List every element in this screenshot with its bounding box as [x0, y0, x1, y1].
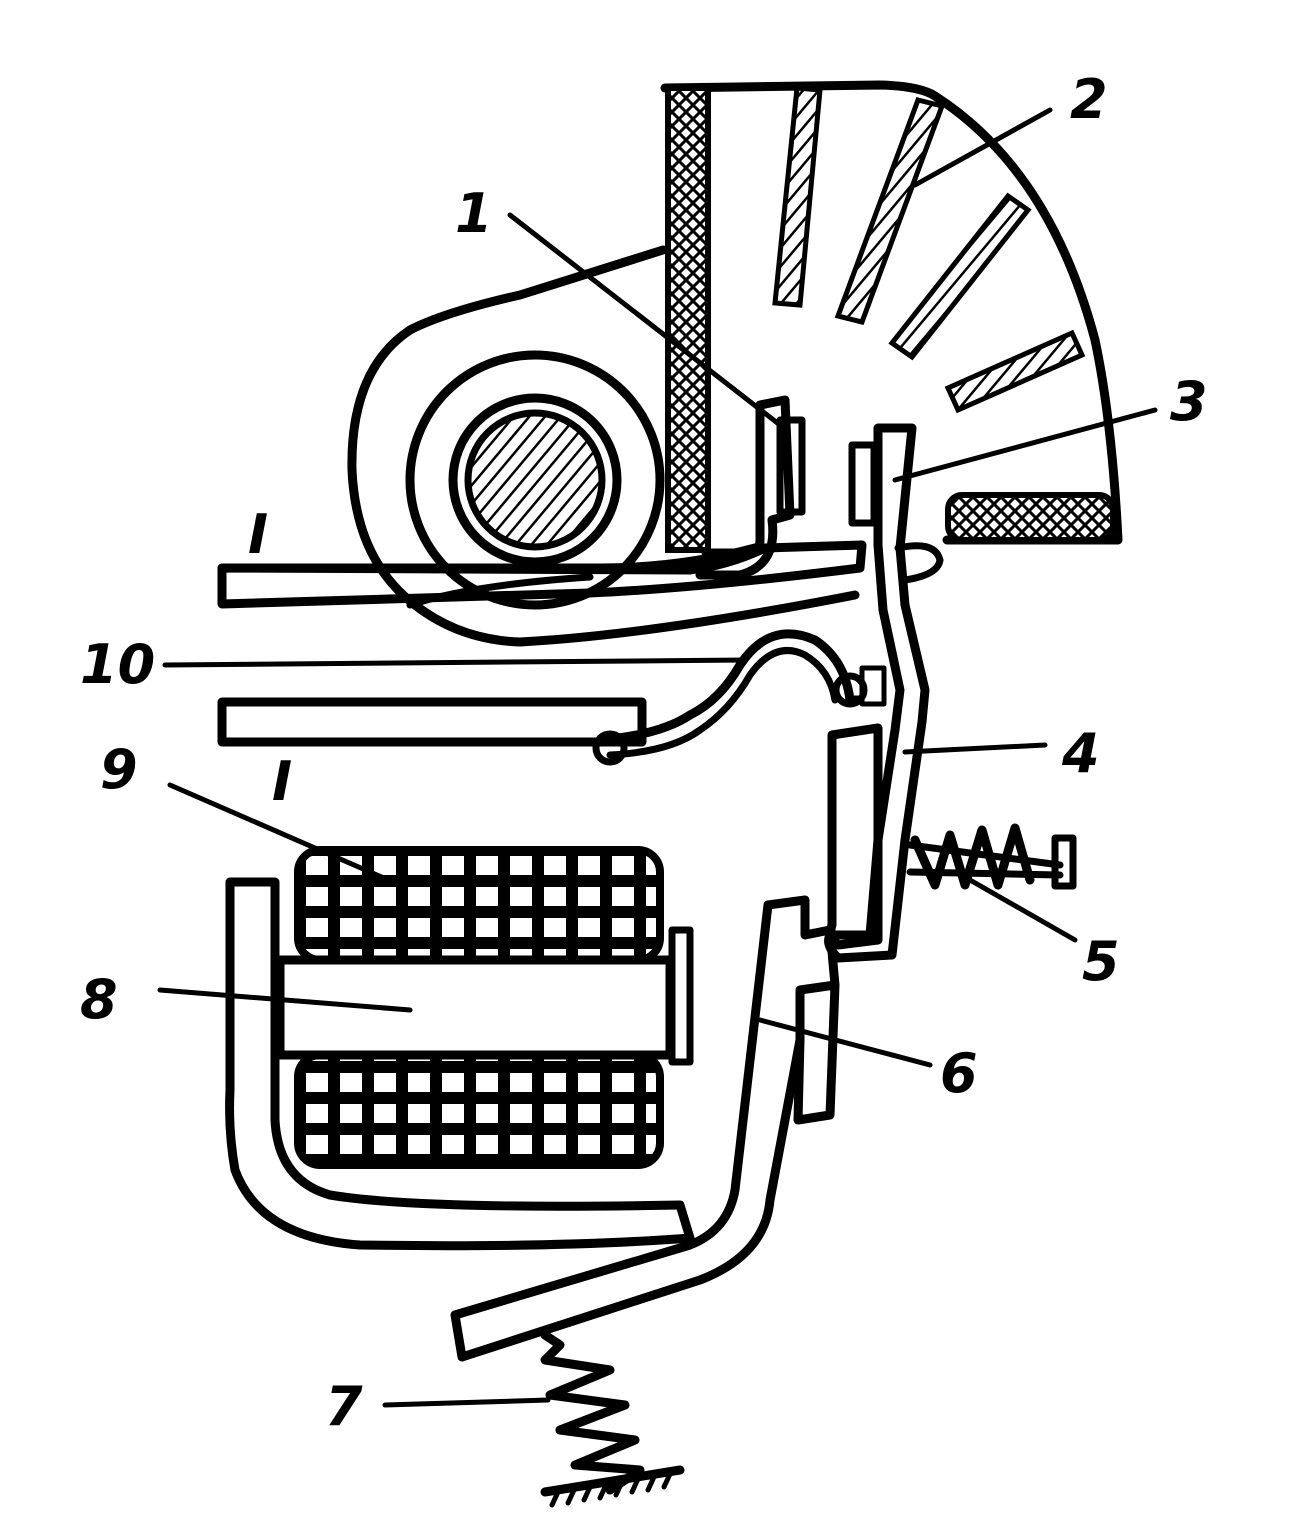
leader-line-9	[167, 782, 403, 888]
coil-winding-lower	[294, 1051, 664, 1169]
label-9: 9	[100, 738, 138, 801]
label-7: 7	[325, 1375, 363, 1438]
return-spring	[540, 1330, 685, 1508]
labels: 1 2 3 4 5 6 7 8 9 10 I I	[80, 68, 1208, 1438]
shunt-terminal-bottom	[592, 730, 628, 766]
ground-hatch	[549, 1471, 673, 1508]
label-10: 10	[80, 633, 155, 696]
blowout-coil-inner	[448, 393, 622, 567]
fixed-contact-tip	[776, 416, 806, 516]
label-6: 6	[940, 1042, 978, 1105]
fixed-contact-holder	[695, 395, 795, 580]
shunt-clamp	[859, 665, 887, 707]
contact-hinge	[894, 542, 944, 584]
blowout-core-shaft	[464, 409, 606, 551]
bottom-bus-bar	[217, 697, 647, 747]
return-spring-coil	[540, 1330, 645, 1495]
arc-chute-bottom-block	[945, 492, 1116, 543]
flexible-shunt-braid	[595, 629, 865, 745]
leader-line-10	[162, 657, 748, 668]
leader-line-2	[912, 107, 1053, 188]
top-bus-bar	[217, 540, 867, 609]
deion-plates	[772, 85, 1086, 414]
leader-line-4	[902, 742, 1048, 755]
deion-plate	[944, 329, 1086, 414]
label-conductor-top: I	[248, 503, 268, 566]
leader-lines	[157, 107, 1158, 1408]
moving-contact-tip	[848, 441, 878, 527]
leader-line-3	[892, 407, 1158, 483]
label-4: 4	[1061, 722, 1100, 785]
blowout-coil-outer	[405, 350, 665, 610]
fixed-contact	[695, 395, 806, 580]
leader-line-5	[967, 877, 1078, 943]
armature-lever	[450, 895, 840, 1362]
arc-chute-outline	[660, 80, 1123, 545]
label-conductor-bottom: I	[272, 750, 292, 813]
label-3: 3	[1170, 370, 1208, 433]
flexible-shunt	[592, 629, 887, 766]
deion-plate	[772, 85, 823, 308]
contact-spring	[906, 823, 1077, 890]
arc-chute	[660, 80, 1123, 553]
spring-nut	[1051, 834, 1077, 890]
operating-coil	[275, 846, 694, 1169]
leader-line-7	[382, 1397, 551, 1408]
ground-line	[540, 1465, 685, 1497]
leader-line-1	[507, 212, 783, 428]
label-2: 2	[1070, 68, 1108, 131]
spring-coil	[910, 823, 1035, 890]
magnetic-yoke	[225, 877, 695, 1251]
magnet-core	[275, 955, 675, 1060]
core-pole-shoe	[668, 926, 694, 1066]
label-1: 1	[455, 182, 493, 245]
leader-line-8	[157, 987, 413, 1013]
label-5: 5	[1082, 930, 1120, 993]
leader-line-6	[757, 1017, 933, 1068]
flexible-shunt-inner	[606, 647, 839, 759]
armature-lever-arm	[450, 900, 805, 1362]
deion-plate	[834, 97, 946, 325]
arc-chute-insulation-wall	[665, 85, 711, 553]
armature-lever-body	[763, 895, 840, 1125]
deion-plate	[888, 192, 1032, 361]
label-8: 8	[80, 968, 118, 1031]
